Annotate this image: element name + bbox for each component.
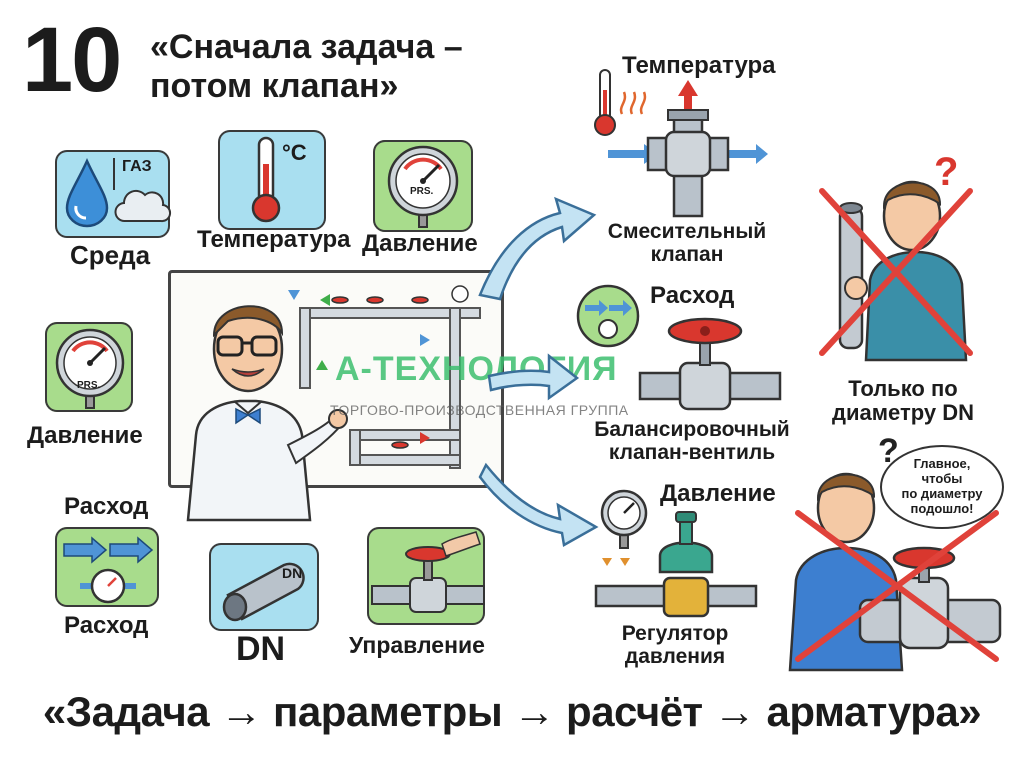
bubble-line-2: чтобы xyxy=(921,471,963,487)
flow-badge-icon xyxy=(576,284,640,348)
gauge-text-left: PRS. xyxy=(77,380,101,391)
speech-bubble: Главное, чтобы по диаметру подошло! xyxy=(880,445,1004,529)
bubble-line-3: по диаметру xyxy=(901,486,983,501)
arrow-to-pressure-regulator xyxy=(478,462,599,547)
mixing-valve-label: Смесительный клапан xyxy=(592,220,782,266)
pressure-regulator-line-1: Регулятор xyxy=(621,622,729,645)
brand-watermark-subtitle: ТОРГОВО-ПРОИЗВОДСТВЕННАЯ ГРУППА xyxy=(330,402,629,418)
medium-divider xyxy=(113,158,115,190)
dn-only-line-2: диаметру DN xyxy=(832,400,974,426)
temperature-label: Температура xyxy=(197,226,351,253)
dn-only-line-1: Только по xyxy=(848,376,958,401)
balancing-valve-icon xyxy=(638,317,782,411)
mixing-valve-line-1: Смесительный xyxy=(607,220,767,243)
dn-small-label: DN xyxy=(282,565,303,581)
pressure-regulator-icon xyxy=(594,511,758,618)
pressure-gauge-icon-left xyxy=(55,328,125,409)
slide-title: «Сначала задача – потом клапан» xyxy=(150,28,463,106)
thermometer-icon xyxy=(251,136,281,223)
celsius-label: °C xyxy=(282,140,307,165)
pressure-label-top: Давление xyxy=(362,230,478,257)
balancing-valve-line-2: клапан-вентиль xyxy=(608,441,776,465)
title-line-1: «Сначала задача – xyxy=(150,28,463,66)
question-mark-top: ? xyxy=(934,150,959,194)
gauge-text-top: PRS. xyxy=(410,186,434,197)
manual-valve-icon xyxy=(371,531,485,613)
red-cross-mark-bottom xyxy=(795,510,999,662)
mixing-valve-line-2: клапан xyxy=(650,243,724,267)
pipeline-scheme xyxy=(288,285,481,469)
bubble-line-4: подошло! xyxy=(910,500,974,516)
gas-cloud-icon xyxy=(114,189,172,223)
valve-flow-label: Расход xyxy=(650,282,735,309)
pressure-label-left: Давление xyxy=(27,422,143,449)
control-label: Управление xyxy=(349,632,485,658)
flow-arrows-icon xyxy=(63,536,154,564)
flow-label-bottom: Расход xyxy=(64,612,149,639)
engineer-figure xyxy=(186,305,348,522)
bubble-line-1: Главное, xyxy=(913,456,971,472)
valve-temperature-label: Температура xyxy=(622,52,776,79)
water-drop-icon xyxy=(65,157,109,228)
regulator-gauge-icon xyxy=(600,489,648,549)
medium-label: Среда xyxy=(70,240,151,270)
pressure-regulator-line-2: давления xyxy=(624,645,726,669)
arrow-to-balancing-valve xyxy=(487,353,580,401)
pipe-icon xyxy=(222,562,305,622)
gas-label: ГАЗ xyxy=(122,158,152,175)
pressure-gauge-icon xyxy=(387,145,459,228)
man-with-valve-figure xyxy=(788,472,1002,672)
title-line-2: потом клапан» xyxy=(150,67,399,106)
flow-label-top: Расход xyxy=(64,493,149,520)
arrow-to-mixing-valve xyxy=(478,196,597,301)
balancing-valve-label: Балансировочный клапан-вентиль xyxy=(580,418,804,464)
red-cross-mark-top xyxy=(819,188,973,356)
footer-slogan: «Задача → параметры → расчёт → арматура» xyxy=(42,688,982,735)
dn-label: DN xyxy=(236,630,286,668)
flow-meter-icon xyxy=(80,568,136,604)
thermometer-icon-small xyxy=(594,69,616,136)
pressure-regulator-label: Регулятор давления xyxy=(590,622,760,668)
slide-number: 10 xyxy=(22,9,122,111)
mixing-valve-icon xyxy=(608,80,768,218)
heat-waves-icon xyxy=(619,91,647,115)
balancing-valve-line-1: Балансировочный xyxy=(594,418,790,441)
dn-only-label: Только по диаметру DN xyxy=(808,376,998,426)
valve-pressure-label: Давление xyxy=(660,480,776,507)
